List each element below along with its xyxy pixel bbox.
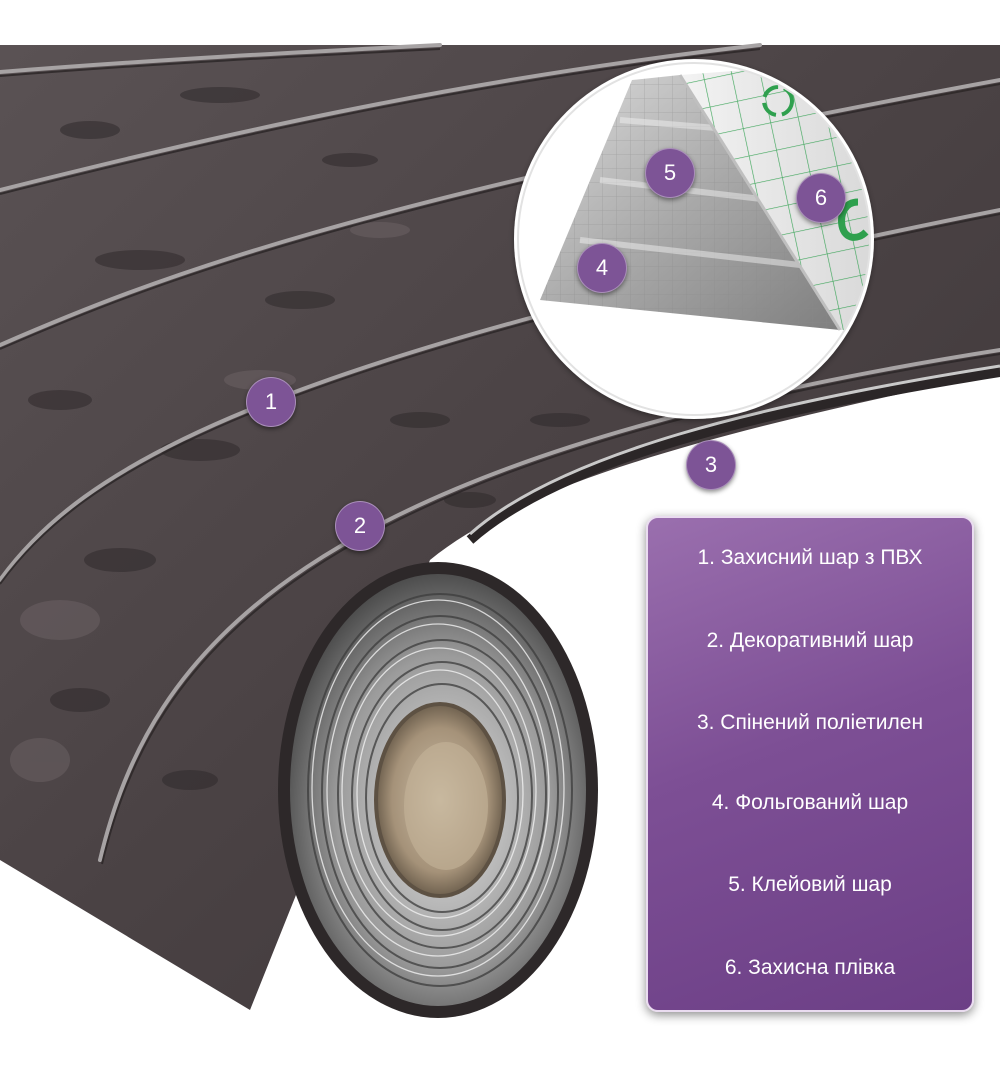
- legend-item-1: 1. Захисний шар з ПВХ: [697, 546, 923, 569]
- layer-marker-5: 5: [645, 148, 695, 198]
- legend-item-2: 2. Декоративний шар: [706, 629, 914, 652]
- legend-item-6: 6. Захисна плівка: [724, 956, 896, 979]
- legend-item-3: 3. Спінений поліетилен: [696, 711, 924, 734]
- recycle-icon: [762, 85, 794, 117]
- legend-item-5: 5. Клейовий шар: [728, 873, 892, 896]
- layer-marker-4: 4: [577, 243, 627, 293]
- layer-marker-6: 6: [796, 173, 846, 223]
- layer-marker-1: 1: [246, 377, 296, 427]
- layer-marker-2: 2: [335, 501, 385, 551]
- layer-marker-3: 3: [686, 440, 736, 490]
- layers-legend-panel: 1. Захисний шар з ПВХ 2. Декоративний ша…: [646, 516, 974, 1012]
- legend-item-4: 4. Фольгований шар: [711, 791, 909, 814]
